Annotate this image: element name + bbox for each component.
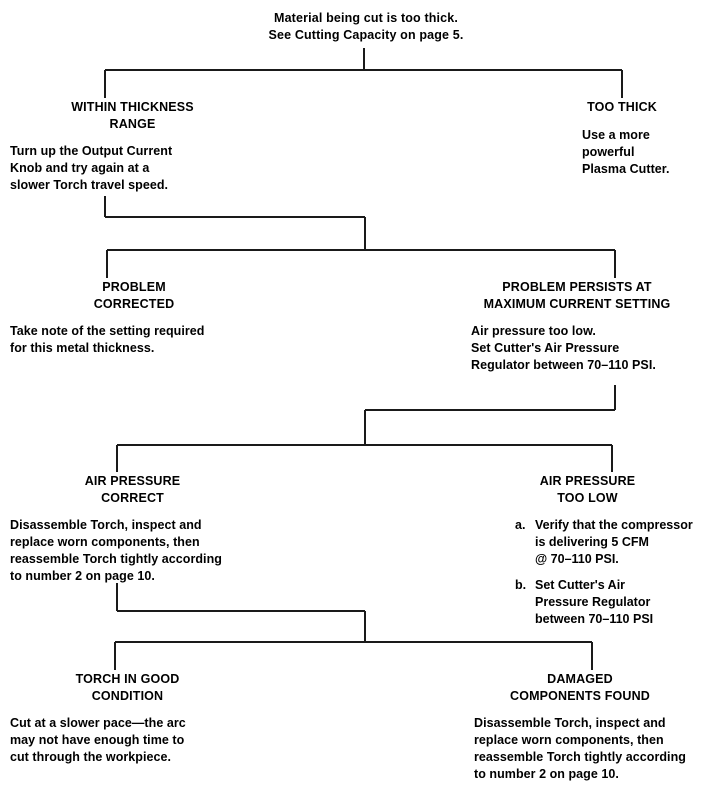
node-problem-persists-title: PROBLEM PERSISTS AT MAXIMUM CURRENT SETT… xyxy=(483,280,671,311)
node-within-thickness-range-body: Turn up the Output Current Knob and try … xyxy=(10,144,173,192)
node-damaged-components-found-title: DAMAGED COMPONENTS FOUND xyxy=(510,672,650,703)
node-air-pressure-correct-body: Disassemble Torch, inspect and replace w… xyxy=(10,518,222,583)
list-item-marker: b. xyxy=(515,578,527,592)
node-torch-in-good-condition: TORCH IN GOOD CONDITION Cut at a slower … xyxy=(10,671,245,766)
list-item-text: Set Cutter's Air Pressure Regulator betw… xyxy=(535,578,654,626)
node-too-thick-title: TOO THICK xyxy=(587,100,657,114)
node-damaged-components-found: DAMAGED COMPONENTS FOUND Disassemble Tor… xyxy=(455,671,705,783)
node-damaged-components-found-body: Disassemble Torch, inspect and replace w… xyxy=(474,716,686,781)
node-problem-persists: PROBLEM PERSISTS AT MAXIMUM CURRENT SETT… xyxy=(452,279,702,374)
node-problem-corrected-title: PROBLEM CORRECTED xyxy=(93,280,175,311)
list-item-marker: a. xyxy=(515,518,526,532)
list-item: b. Set Cutter's Air Pressure Regulator b… xyxy=(515,577,705,628)
node-torch-in-good-condition-body: Cut at a slower pace—the arc may not hav… xyxy=(10,716,186,764)
node-root: Material being cut is too thick. See Cut… xyxy=(196,10,536,43)
node-air-pressure-too-low-list: a. Verify that the compressor is deliver… xyxy=(470,517,705,628)
node-too-thick: TOO THICK Use a more powerful Plasma Cut… xyxy=(527,99,709,178)
node-air-pressure-correct: AIR PRESSURE CORRECT Disassemble Torch, … xyxy=(10,473,255,585)
list-item: a. Verify that the compressor is deliver… xyxy=(515,517,705,568)
node-problem-corrected: PROBLEM CORRECTED Take note of the setti… xyxy=(10,279,258,357)
node-root-text: Material being cut is too thick. See Cut… xyxy=(268,11,464,42)
list-item-text: Verify that the compressor is delivering… xyxy=(535,518,693,566)
node-within-thickness-range: WITHIN THICKNESS RANGE Turn up the Outpu… xyxy=(10,99,255,194)
node-air-pressure-too-low-title: AIR PRESSURE TOO LOW xyxy=(539,474,636,505)
node-within-thickness-range-title: WITHIN THICKNESS RANGE xyxy=(71,100,194,131)
node-torch-in-good-condition-title: TORCH IN GOOD CONDITION xyxy=(75,672,180,703)
node-problem-corrected-body: Take note of the setting required for th… xyxy=(10,324,205,355)
node-air-pressure-correct-title: AIR PRESSURE CORRECT xyxy=(84,474,181,505)
node-problem-persists-body: Air pressure too low. Set Cutter's Air P… xyxy=(471,324,656,372)
node-too-thick-body: Use a more powerful Plasma Cutter. xyxy=(582,127,670,176)
node-air-pressure-too-low: AIR PRESSURE TOO LOW a. Verify that the … xyxy=(470,473,705,628)
